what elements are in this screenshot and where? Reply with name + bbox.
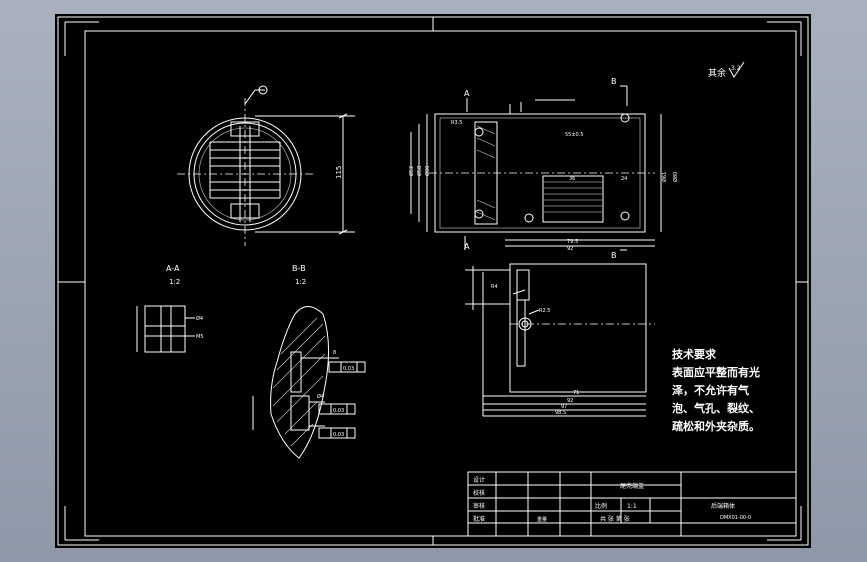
section-bb-scale: 1:2	[295, 278, 306, 286]
cut-b-bottom: B	[611, 251, 617, 260]
section-bb: B-B 1:2 8 Ø4 0.03 0.03 0.03	[252, 264, 366, 459]
dim-aa-m4: Ø4	[196, 315, 203, 322]
tb-weight: 重量	[537, 516, 547, 523]
dim-side-left1: Ø80	[424, 166, 431, 176]
section-bb-title: B-B	[292, 264, 306, 273]
dim-side-right2: Ø80	[672, 172, 679, 182]
roughness-symbol: 3.2	[728, 61, 745, 78]
dim-side-bottom2: 92	[567, 246, 573, 252]
tb-sheet-info: 共 张 第 张	[600, 515, 630, 523]
tech-req-line: 泽，不允许有气	[672, 383, 749, 397]
dim-bot-r2: R2.5	[539, 308, 550, 314]
drawing-sheet: 其余 3.2 115	[55, 14, 811, 548]
dim-bb-8: 8	[333, 350, 336, 356]
dim-bot-r1: R4	[491, 284, 498, 290]
dim-side-left3: Ø52	[408, 166, 415, 176]
dim-side-36: 36	[569, 176, 575, 182]
tech-req-line: 疏松和外夹杂质。	[672, 419, 760, 433]
drawing-canvas: 其余 3.2 115	[57, 16, 809, 546]
side-view: A A B B R3.5 55±0.5 Ø80 Ø58 Ø52 36 24 Ø6…	[408, 77, 679, 260]
tb-check: 校核	[473, 489, 485, 497]
tb-review: 审核	[473, 502, 485, 510]
dim-side-bottom1: 79.5	[567, 239, 578, 245]
tb-scale-value: 1:1	[627, 503, 637, 510]
tb-scale-label: 比例	[595, 502, 607, 510]
dim-side-right1: Ø61	[661, 172, 668, 182]
dim-front-height: 115	[335, 166, 343, 179]
section-aa-title: A-A	[166, 264, 180, 273]
dim-bot-71: 71	[573, 390, 579, 396]
tech-requirements: 技术要求 表面应平整而有光 泽，不允许有气 泡、气孔、裂纹、 疏松和外夹杂质。	[671, 347, 760, 433]
cut-b-top: B	[611, 77, 617, 86]
cut-a-top: A	[464, 89, 470, 98]
dim-side-left2: Ø58	[416, 166, 423, 176]
section-aa: A-A 1:2 Ø4 M5	[136, 264, 204, 353]
dim-bb-4: Ø4	[317, 393, 324, 400]
tech-req-title: 技术要求	[672, 347, 717, 361]
inner-border	[84, 30, 797, 537]
dim-side-24: 24	[621, 176, 627, 182]
dim-bot-98: 98.5	[555, 410, 566, 416]
tech-req-line: 表面应平整而有光	[671, 365, 760, 379]
roughness-note: 其余	[708, 67, 726, 79]
bottom-view: R4 R2.5 71 92 97 98.5	[465, 263, 655, 417]
dim-side-r: R3.5	[451, 120, 462, 126]
tol-2: 0.03	[333, 408, 344, 414]
tb-drawing-no: 后端箱体	[711, 502, 735, 510]
tol-3: 0.03	[333, 432, 344, 438]
tb-code: DMX01-00-0	[720, 515, 751, 521]
tb-design: 设计	[473, 476, 485, 484]
dim-side-inner: 55±0.5	[565, 132, 584, 138]
dim-aa-m5: M5	[196, 334, 204, 340]
corner-marks	[58, 17, 808, 545]
tol-1: 0.03	[343, 366, 354, 372]
cut-a-bottom: A	[464, 242, 470, 251]
tb-approve: 批准	[473, 515, 485, 523]
title-block: 设计 校核 审核 批准 重量 尾壳端盖 比例 1:1 后端箱体 共 张 第 张 …	[467, 471, 797, 537]
front-view: 115	[177, 85, 355, 246]
dim-bot-97: 97	[561, 404, 567, 410]
roughness-value: 3.2	[731, 65, 741, 72]
tb-part-name: 尾壳端盖	[620, 482, 644, 490]
dim-bot-92: 92	[567, 398, 573, 404]
section-aa-scale: 1:2	[169, 278, 180, 286]
tech-req-line: 泡、气孔、裂纹、	[672, 401, 760, 415]
